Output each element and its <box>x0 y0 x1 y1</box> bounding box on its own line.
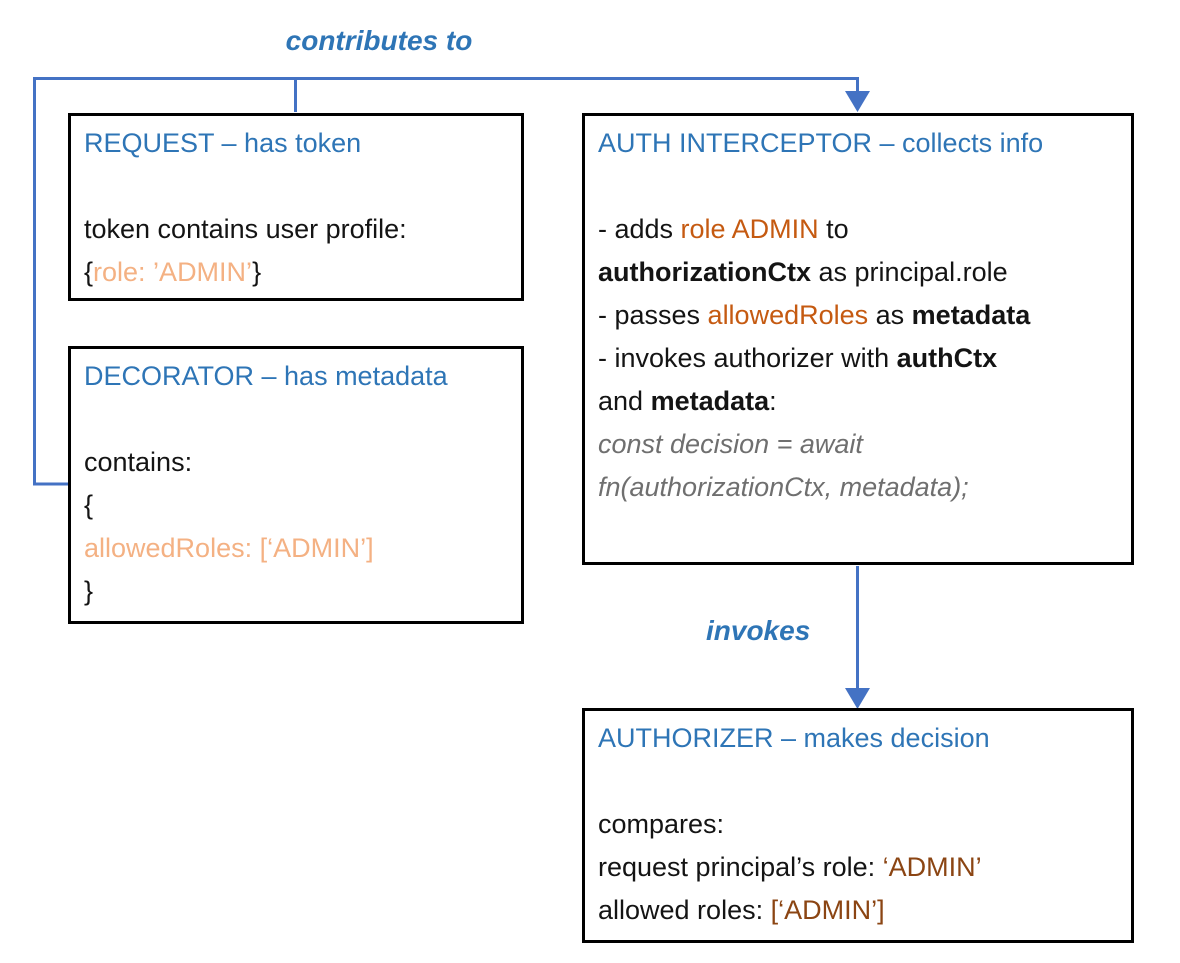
and-metadata-line: and metadata: <box>598 380 1118 423</box>
request-profile-text: token contains user profile: <box>84 214 407 244</box>
metadata-term: metadata <box>650 386 770 416</box>
blank-line <box>84 165 508 208</box>
request-profile-line: token contains user profile: <box>84 208 508 251</box>
contributes-to-label: contributes to <box>285 25 473 56</box>
code-line-1: const decision = await <box>598 429 863 459</box>
principal-role-value: ‘ADMIN’ <box>882 852 982 882</box>
open-brace: { <box>84 257 94 287</box>
text-segment: and <box>598 386 651 416</box>
decorator-box-title: DECORATOR – has metadata <box>84 361 448 391</box>
metadata-term: metadata <box>911 300 1031 330</box>
arrow-down-icon <box>845 688 870 709</box>
allowed-roles-line: allowedRoles: [‘ADMIN’] <box>84 533 374 563</box>
request-box: REQUEST – has token token contains user … <box>68 113 524 301</box>
compares-line: compares: <box>598 809 725 839</box>
invokes-authorizer-line: - invokes authorizer with authCtx <box>598 337 1118 380</box>
blank-line <box>598 165 1118 208</box>
principal-role-line: request principal’s role: ‘ADMIN’ <box>598 846 1118 889</box>
blank-line <box>598 760 1118 803</box>
text-segment: as principal.role <box>811 257 1008 287</box>
request-role-line: {role: ’ADMIN’} <box>84 251 508 294</box>
text-segment: as <box>868 300 912 330</box>
blank-line <box>84 398 508 441</box>
text-segment: - invokes authorizer with <box>598 343 897 373</box>
arrow-down-icon <box>845 91 870 112</box>
code-line-2: fn(authorizationCtx, metadata); <box>598 472 969 502</box>
authorization-ctx-term: authorizationCtx <box>598 257 811 287</box>
auth-interceptor-box: AUTH INTERCEPTOR – collects info - adds … <box>582 113 1134 565</box>
text-segment: allowed roles: <box>598 895 771 925</box>
text-segment: to <box>818 214 849 244</box>
authorization-ctx-line: authorizationCtx as principal.role <box>598 251 1118 294</box>
authorizer-box-title: AUTHORIZER – makes decision <box>598 723 990 753</box>
passes-allowed-roles-line: - passes allowedRoles as metadata <box>598 294 1118 337</box>
invokes-label: invokes <box>706 615 811 646</box>
open-brace-line: { <box>84 490 94 520</box>
role-admin-value: role ADMIN <box>680 214 819 244</box>
text-segment: - passes <box>598 300 708 330</box>
text-segment: : <box>769 386 777 416</box>
text-segment: request principal’s role: <box>598 852 883 882</box>
decorator-contains-line: contains: <box>84 447 193 477</box>
close-brace-line: } <box>84 576 94 606</box>
close-brace: } <box>252 257 262 287</box>
auth-interceptor-box-title: AUTH INTERCEPTOR – collects info <box>598 128 1044 158</box>
authorizer-box: AUTHORIZER – makes decision compares: re… <box>582 708 1134 943</box>
text-segment: - adds <box>598 214 681 244</box>
allowed-roles-value: allowedRoles <box>707 300 869 330</box>
adds-role-line: - adds role ADMIN to <box>598 208 1118 251</box>
allowed-roles-value: [‘ADMIN’] <box>770 895 885 925</box>
role-value: role: ’ADMIN’ <box>93 257 253 287</box>
allowed-roles-line: allowed roles: [‘ADMIN’] <box>598 889 1118 932</box>
auth-ctx-term: authCtx <box>896 343 998 373</box>
decorator-box: DECORATOR – has metadata contains: { all… <box>68 346 524 624</box>
request-box-title: REQUEST – has token <box>84 128 362 158</box>
